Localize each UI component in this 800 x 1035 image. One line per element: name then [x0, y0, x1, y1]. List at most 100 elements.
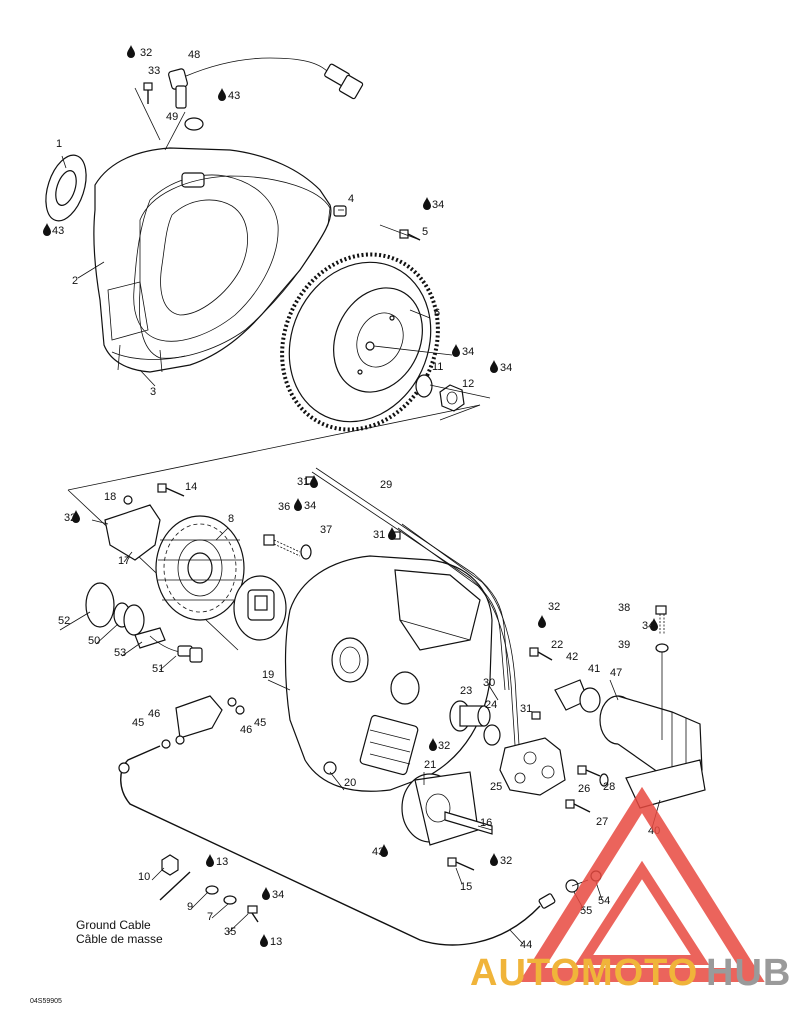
ground-cable-44: [118, 745, 556, 946]
callout-c18: 18: [104, 491, 116, 503]
callout-c11: 11: [432, 361, 443, 373]
callout-c35: 35: [224, 926, 236, 938]
dowel-4: [333, 205, 347, 217]
magneto-cover-19: [284, 555, 493, 792]
callout-c50: 50: [88, 635, 100, 647]
clamp-31c: [531, 711, 541, 720]
washer-28: [599, 773, 609, 787]
callout-c8: 8: [228, 513, 234, 525]
bolt-14: [157, 483, 185, 497]
callout-c34f: 34: [272, 889, 284, 901]
screw-35: [247, 905, 259, 923]
callout-c19: 19: [262, 669, 274, 681]
starter-drive-25: [499, 737, 566, 796]
callout-c47: 47: [610, 667, 622, 679]
o-ring-49: [184, 117, 204, 131]
tube-29: [311, 467, 520, 746]
o-ring-24: [483, 724, 501, 746]
bolt-15: [447, 857, 475, 871]
callout-c46b: 46: [240, 724, 252, 736]
mount-bracket: [161, 695, 245, 749]
callout-c4: 4: [348, 193, 354, 205]
bolt-ground: [159, 871, 191, 901]
callout-c1: 1: [56, 138, 62, 150]
ring-52: [85, 582, 115, 628]
callout-c32d: 32: [548, 601, 560, 613]
callout-c36: 36: [278, 501, 290, 513]
callout-c24: 24: [485, 699, 497, 711]
watermark-text-hub: HUB: [706, 952, 791, 994]
callout-c31a: 31: [297, 476, 309, 488]
bracket-17: [104, 504, 161, 561]
callout-c25: 25: [490, 781, 502, 793]
oil-drop-icon: [388, 527, 396, 540]
washer-37: [300, 544, 312, 560]
bolt-22: [529, 647, 553, 661]
callout-c39: 39: [618, 639, 630, 651]
oil-drop-icon: [452, 344, 460, 357]
callout-c42: 42: [566, 651, 578, 663]
callout-c12: 12: [462, 378, 474, 390]
gear-23: [449, 700, 491, 732]
callout-c46a: 46: [148, 708, 160, 720]
callout-labels: 1234567891011121313141516171819202122232…: [43, 45, 660, 951]
terminal-55: [565, 879, 589, 893]
callout-c52: 52: [58, 615, 70, 627]
flywheel-6: [280, 252, 440, 432]
oil-drop-icon: [423, 197, 431, 210]
stator-8: [155, 515, 245, 621]
callout-c44: 44: [520, 939, 532, 951]
callout-c2: 2: [72, 275, 78, 287]
callout-c31b: 31: [373, 529, 385, 541]
leader-lines: [59, 155, 661, 945]
callout-c6: 6: [434, 307, 440, 319]
callout-c30: 30: [483, 677, 495, 689]
callout-c41: 41: [588, 663, 600, 675]
oil-drop-icon: [260, 934, 268, 947]
ground-cable-label-fr: Câble de masse: [76, 932, 163, 946]
connector-51: [149, 635, 203, 663]
oil-drop-icon: [538, 615, 546, 628]
callout-c16: 16: [480, 817, 492, 829]
callout-c34b: 34: [462, 346, 474, 358]
callout-c53: 53: [114, 647, 126, 659]
callout-c45a: 45: [132, 717, 144, 729]
starter-47: [599, 695, 703, 783]
callout-c29: 29: [380, 479, 392, 491]
callout-c10: 10: [138, 871, 150, 883]
bolt-27: [565, 799, 591, 813]
callout-c37: 37: [320, 524, 332, 536]
callout-c23: 23: [460, 685, 472, 697]
washer-9: [205, 885, 219, 895]
oil-drop-icon: [490, 853, 498, 866]
callout-c9: 9: [187, 901, 193, 913]
oil-drop-icon: [429, 738, 437, 751]
sensor-48: [168, 57, 364, 109]
ground-cable-label-en: Ground Cable: [76, 918, 151, 932]
callout-c14: 14: [185, 481, 197, 493]
callout-c34c: 34: [500, 362, 512, 374]
callout-c13b: 13: [270, 936, 282, 948]
oil-drop-icon: [490, 360, 498, 373]
callout-c28: 28: [603, 781, 615, 793]
callout-c3: 3: [150, 386, 156, 398]
callout-c17: 17: [118, 555, 130, 567]
oil-drop-icon: [206, 854, 214, 867]
oil-drop-icon: [127, 45, 135, 58]
drawing-code: 04S59905: [30, 998, 62, 1005]
housing-gasket: [138, 175, 331, 359]
callout-c33: 33: [148, 65, 160, 77]
washer-39: [655, 643, 669, 653]
callout-c32e: 32: [500, 855, 512, 867]
callout-c55: 55: [580, 905, 592, 917]
oil-drop-icon: [43, 223, 51, 236]
callout-c15: 15: [460, 881, 472, 893]
washer-11: [415, 374, 433, 398]
callout-c48: 48: [188, 49, 200, 61]
callout-c43b: 43: [52, 225, 64, 237]
callout-c32a: 32: [140, 47, 152, 59]
oil-drop-icon: [650, 618, 658, 631]
callout-c49: 49: [166, 111, 178, 123]
seal-50: [113, 602, 145, 636]
